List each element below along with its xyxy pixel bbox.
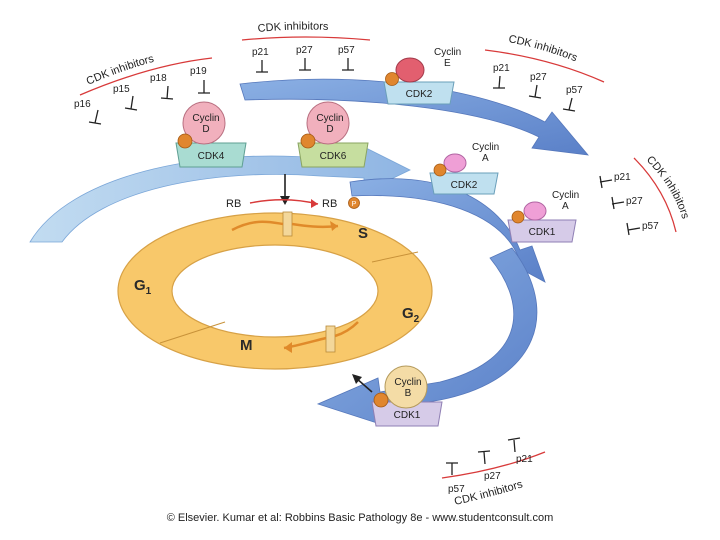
inhibitor-group-3: CDK inhibitors p21 p27 p57	[484, 33, 605, 112]
source-credit: © Elsevier. Kumar et al: Robbins Basic P…	[166, 512, 554, 524]
inhibitor-group-2: CDK inhibitors p21 p27 p57	[241, 20, 371, 73]
rb-label: RB	[226, 198, 241, 210]
cell-cycle-ring	[117, 211, 433, 370]
svg-text:P: P	[352, 201, 357, 208]
inhibitor-title: CDK inhibitors	[257, 20, 329, 34]
inhibitor-name: p21	[614, 172, 631, 183]
inhibitor-name: p27	[626, 196, 643, 207]
inhibitor-name: p19	[190, 66, 207, 77]
cdk-label: CDK1	[529, 227, 556, 238]
inhibitor-name: p57	[566, 85, 583, 96]
phase-m-label: M	[240, 337, 253, 354]
inhibitor-name: p21	[252, 47, 269, 58]
inhibitor-name: p27	[484, 471, 501, 482]
inhibitor-name: p57	[338, 45, 355, 56]
inhibitor-name: p57	[448, 484, 465, 495]
inhibitor-name: p18	[150, 73, 167, 84]
inhibitor-name: p57	[642, 221, 659, 232]
inhibitor-name: p15	[113, 84, 130, 95]
cdk-label: CDK1	[394, 410, 421, 421]
phase-s-label: S	[358, 225, 368, 242]
phosphate-icon	[385, 72, 399, 86]
g1-progression-arrow	[29, 145, 411, 243]
phosphate-icon	[348, 197, 360, 209]
inhibitor-group-5: CDK inhibitors p57 p27 p21	[441, 437, 546, 508]
phosphate-icon	[373, 392, 389, 408]
cdk-label: CDK6	[320, 151, 347, 162]
g2-m-arrow	[316, 247, 538, 425]
inhibitor-name: p27	[530, 72, 547, 83]
phosphate-icon	[177, 133, 193, 149]
rb-phospho-label: RB	[322, 198, 337, 210]
inhibitor-name: p16	[74, 99, 91, 110]
late-g1-arrow	[239, 78, 589, 156]
inhibitor-title: CDK inhibitors	[508, 33, 580, 64]
cdk-label: CDK4	[198, 151, 225, 162]
phosphate-icon	[433, 163, 447, 177]
cdk-label: CDK2	[406, 89, 433, 100]
inhibitor-name: p21	[516, 454, 533, 465]
phase-g2-label: G2	[402, 305, 420, 325]
inhibitor-title: CDK inhibitors	[85, 53, 156, 88]
phase-g1-label: G1	[134, 277, 152, 297]
phosphate-icon	[511, 210, 525, 224]
inhibitor-name: p27	[296, 45, 313, 56]
inhibitor-group-4: CDK inhibitors p21 p27 p57	[599, 154, 691, 236]
inhibitor-title: CDK inhibitors	[644, 154, 691, 221]
inhibitor-name: p21	[493, 63, 510, 74]
phosphate-icon	[300, 133, 316, 149]
cdk-label: CDK2	[451, 180, 478, 191]
rb-phosphorylation: RB RB P	[226, 174, 360, 210]
